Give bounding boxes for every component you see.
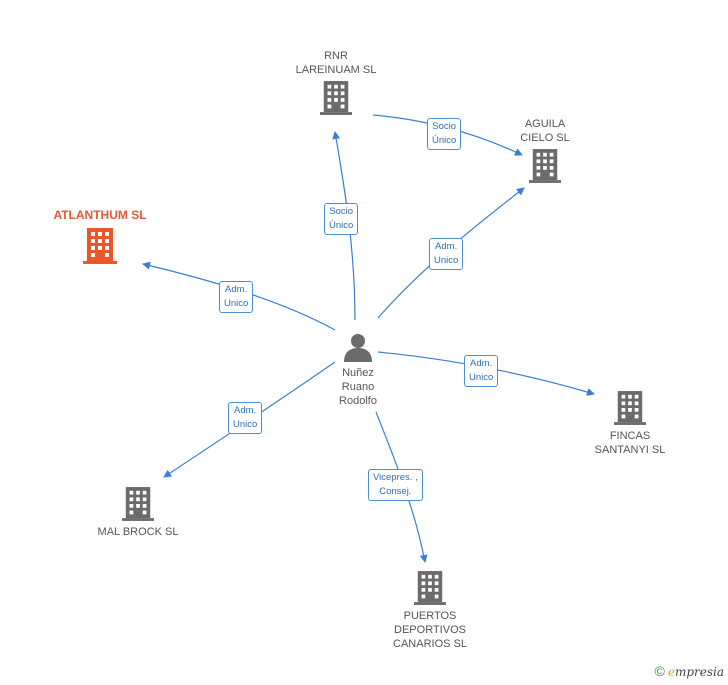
- node-label: AGUILA CIELO SL: [520, 118, 570, 144]
- edge-label-atlanthum[interactable]: Adm. Unico: [219, 281, 254, 313]
- node-rnr-lareinuam[interactable]: RNR LAREINUAM SL: [276, 49, 396, 119]
- building-icon: [614, 391, 646, 425]
- building-icon: [122, 487, 154, 521]
- building-icon: [83, 228, 117, 264]
- node-center-person[interactable]: Nuñez Ruano Rodolfo: [318, 332, 398, 408]
- node-fincas-santanyi[interactable]: FINCAS SANTANYI SL: [580, 391, 680, 457]
- brand-name: empresia: [668, 665, 724, 679]
- node-atlanthum[interactable]: ATLANTHUM SL: [38, 208, 162, 268]
- building-icon: [414, 571, 446, 605]
- node-label: Nuñez Ruano Rodolfo: [339, 367, 377, 407]
- node-puertos-deportivos[interactable]: PUERTOS DEPORTIVOS CANARIOS SL: [380, 571, 480, 651]
- node-label: PUERTOS DEPORTIVOS CANARIOS SL: [393, 610, 467, 650]
- edge-label-fincas[interactable]: Adm. Unico: [464, 355, 499, 387]
- edge-label-rnr[interactable]: Socio Único: [324, 203, 359, 235]
- building-icon: [320, 81, 352, 115]
- edge-label-aguila[interactable]: Adm. Unico: [429, 238, 464, 270]
- building-icon: [529, 149, 561, 183]
- edge-label-malbrock[interactable]: Adm. Unico: [228, 402, 263, 434]
- brand-e: e: [667, 665, 675, 679]
- node-aguila-cielo[interactable]: AGUILA CIELO SL: [500, 117, 590, 187]
- copyright-symbol: ©: [654, 663, 665, 679]
- brand-rest: mpresia: [674, 665, 724, 679]
- edge-label-rnr-aguila[interactable]: Socio Único: [427, 118, 462, 150]
- person-icon: [344, 334, 372, 362]
- node-label: MAL BROCK SL: [97, 526, 179, 538]
- node-mal-brock[interactable]: MAL BROCK SL: [88, 487, 188, 539]
- node-label: ATLANTHUM SL: [53, 208, 147, 222]
- node-label: FINCAS SANTANYI SL: [594, 430, 666, 456]
- node-label: RNR LAREINUAM SL: [295, 50, 377, 76]
- empresia-logo: ©empresia: [655, 663, 725, 679]
- edge-label-puertos[interactable]: Vicepres. , Consej.: [368, 469, 423, 501]
